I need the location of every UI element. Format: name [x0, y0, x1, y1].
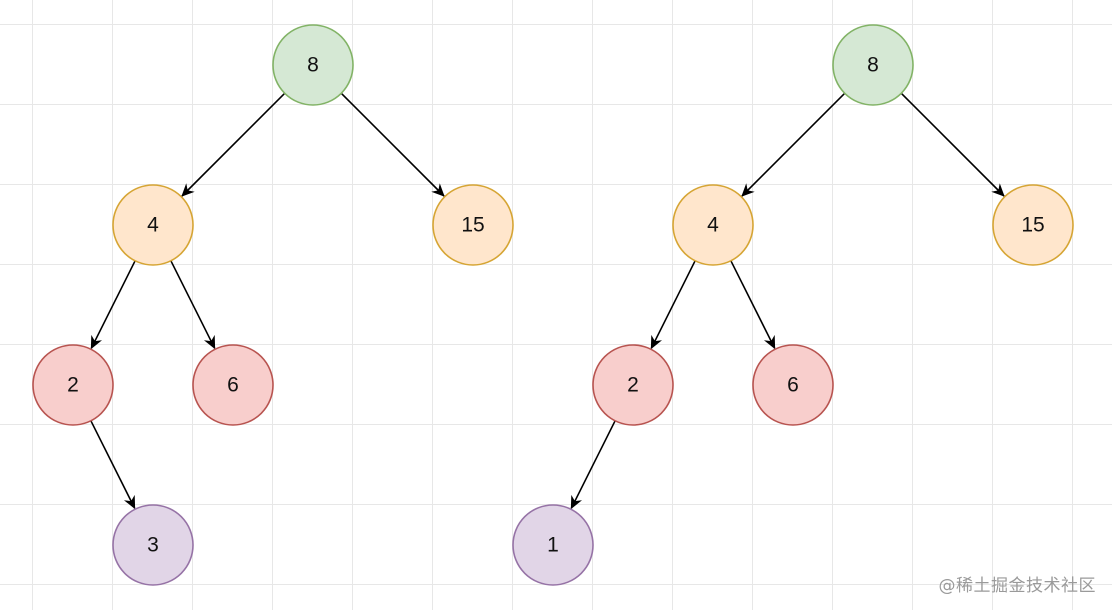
node-label: 2	[67, 374, 79, 397]
edge-arrow	[570, 420, 616, 510]
node-circle	[112, 184, 194, 266]
tree-node: 3	[112, 504, 194, 586]
node-label: 15	[1021, 214, 1044, 237]
node-label: 15	[461, 214, 484, 237]
node-label: 6	[787, 374, 799, 397]
node-circle	[672, 184, 754, 266]
node-label: 4	[147, 214, 159, 237]
node-circle	[112, 504, 194, 586]
tree-node: 6	[752, 344, 834, 426]
tree-node: 8	[832, 24, 914, 106]
node-label: 1	[547, 534, 559, 557]
edge-arrow	[90, 260, 136, 350]
edge-arrow	[340, 92, 445, 197]
tree-node: 8	[272, 24, 354, 106]
edge-arrow	[170, 260, 216, 350]
edge-arrow	[181, 92, 286, 197]
edges-layer	[90, 92, 1005, 510]
node-label: 3	[147, 534, 159, 557]
tree-node: 2	[592, 344, 674, 426]
node-label: 4	[707, 214, 719, 237]
edge-arrow	[900, 92, 1005, 197]
tree-node: 15	[992, 184, 1074, 266]
node-circle	[432, 184, 514, 266]
node-label: 2	[627, 374, 639, 397]
tree-node: 4	[672, 184, 754, 266]
tree-node: 4	[112, 184, 194, 266]
node-circle	[752, 344, 834, 426]
tree-node: 2	[32, 344, 114, 426]
tree-node: 1	[512, 504, 594, 586]
node-circle	[512, 504, 594, 586]
edge-arrow	[90, 420, 136, 510]
node-circle	[592, 344, 674, 426]
node-label: 8	[307, 54, 319, 77]
node-label: 6	[227, 374, 239, 397]
edge-arrow	[741, 92, 846, 197]
node-circle	[832, 24, 914, 106]
watermark-text: @稀土掘金技术社区	[938, 576, 1096, 596]
node-circle	[992, 184, 1074, 266]
edge-arrow	[650, 260, 696, 350]
node-circle	[272, 24, 354, 106]
node-label: 8	[867, 54, 879, 77]
node-circle	[32, 344, 114, 426]
tree-node: 15	[432, 184, 514, 266]
node-circle	[192, 344, 274, 426]
tree-node: 6	[192, 344, 274, 426]
edge-arrow	[730, 260, 776, 350]
